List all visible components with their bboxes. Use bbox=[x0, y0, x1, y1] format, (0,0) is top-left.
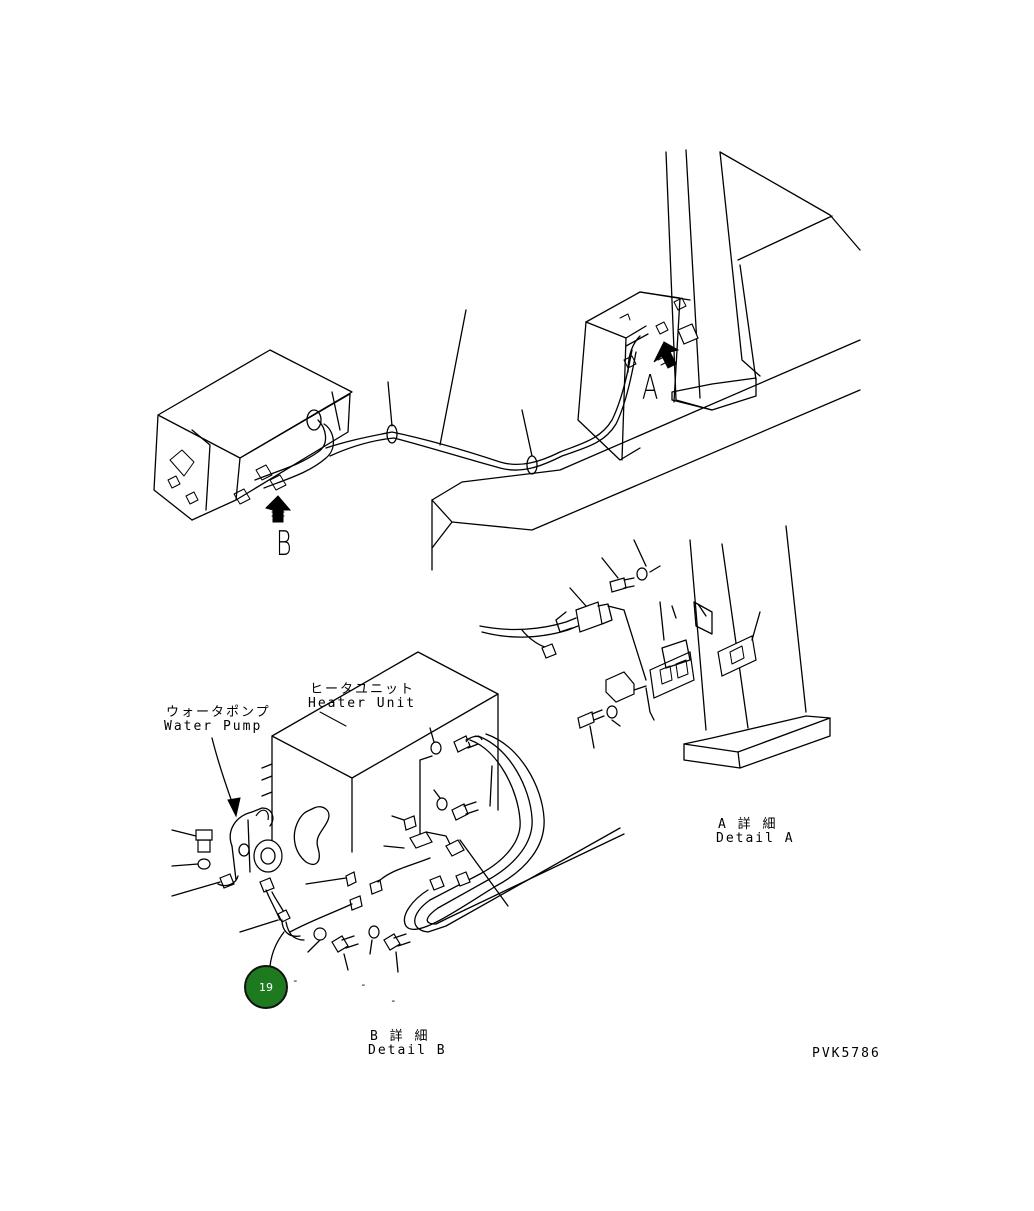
leader-mark-3: - bbox=[390, 994, 397, 1007]
water-pump-leader bbox=[211, 737, 241, 818]
water-pump-label-jp: ウォータポンプ bbox=[166, 705, 271, 720]
heater-unit-label-en: Heater Unit bbox=[308, 696, 417, 711]
machine-frame-overview bbox=[431, 149, 861, 571]
heater-unit-leader bbox=[319, 711, 347, 727]
heater-box-overview bbox=[153, 349, 353, 521]
detail-b-assembly bbox=[171, 651, 625, 973]
heater-unit-label-jp: ヒータユニット bbox=[310, 682, 416, 697]
part-callout-badge-19[interactable]: 19 bbox=[244, 965, 288, 1009]
part-callout-number: 19 bbox=[259, 980, 273, 994]
view-label-b: B bbox=[276, 524, 292, 564]
leader-mark-2: - bbox=[360, 978, 367, 991]
view-label-a: A bbox=[642, 368, 659, 408]
cable-run-overview bbox=[325, 309, 637, 475]
detail-a-assembly bbox=[479, 525, 831, 769]
water-pump-label-en: Water Pump bbox=[164, 719, 263, 734]
detail-a-label-jp: A 詳 細 bbox=[718, 817, 778, 832]
leader-mark-1: - bbox=[292, 974, 299, 987]
detail-a-label-en: Detail A bbox=[716, 831, 795, 846]
view-arrow-a-icon bbox=[653, 341, 680, 369]
drawing-code: PVK5786 bbox=[812, 1046, 881, 1061]
detail-b-label-jp: B 詳 細 bbox=[370, 1029, 430, 1044]
view-arrow-b-icon bbox=[265, 495, 292, 523]
detail-b-label-en: Detail B bbox=[368, 1043, 447, 1058]
